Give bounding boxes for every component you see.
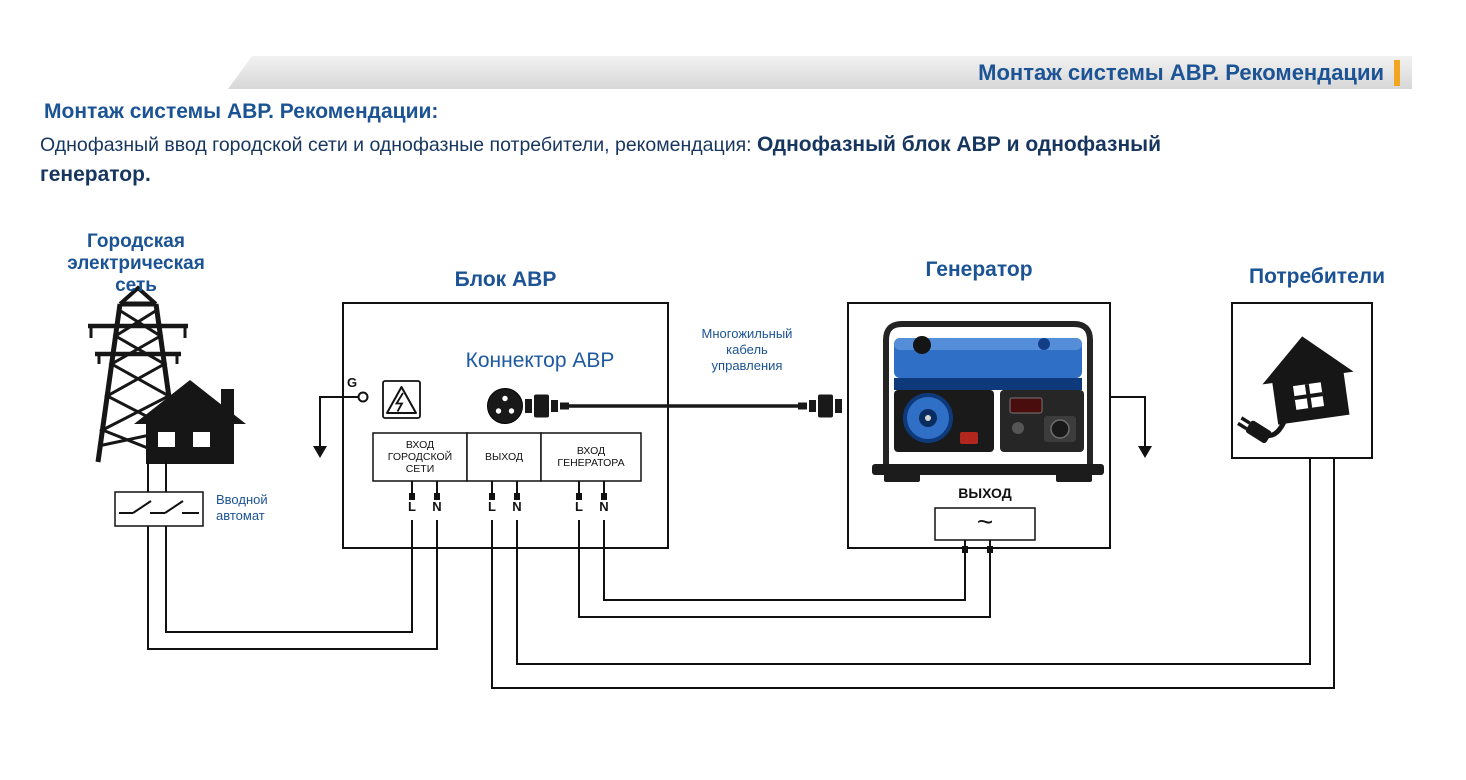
generator-output-box	[934, 507, 1036, 541]
intro-text-bold: Однофазный блок АВР и однофазный	[756, 133, 1162, 156]
city-network-line3: сеть	[115, 275, 157, 296]
input-city-line3: СЕТИ	[405, 463, 435, 475]
wiring	[147, 458, 1335, 689]
breaker-label-line2: автомат	[216, 508, 265, 523]
consumers-title: Потребители	[1248, 265, 1385, 288]
warning-icon	[382, 380, 421, 419]
cable-plug-right	[818, 394, 833, 418]
terminal-l-city: L	[408, 499, 416, 514]
generator-icon	[872, 321, 1104, 482]
avr-output-text: ВЫХОД	[484, 451, 523, 463]
avr-title: Блок АВР	[454, 268, 557, 291]
control-cable-label: Многожильный кабель управления	[682, 326, 812, 374]
terminal-stubs	[411, 481, 605, 493]
city-network-line1: Городская	[87, 231, 185, 252]
generator-terminal-stubs	[964, 540, 991, 546]
banner-title: Монтаж системы АВР. Рекомендации	[978, 59, 1384, 85]
terminal-n-city: N	[432, 499, 442, 514]
terminal-l-output: L	[488, 499, 496, 514]
wire-avr-city-n	[147, 520, 438, 650]
cable-label-line2: кабель	[726, 342, 768, 357]
intro-paragraph: Однофазный ввод городской сети и однофаз…	[40, 130, 1400, 190]
intro-text-bold-2: генератор.	[40, 163, 151, 186]
wire-avr-city-l	[165, 520, 413, 633]
cable-label-line3: управления	[711, 358, 783, 373]
generator-title: Генератор	[925, 258, 1033, 281]
wire-avr-consumers-l	[491, 458, 1335, 689]
cable-plug-left	[525, 399, 532, 413]
breaker-label-line1: Вводной	[216, 492, 268, 507]
breaker-symbol	[119, 500, 199, 514]
avr-input-generator-box	[540, 432, 642, 482]
avr-box	[342, 302, 669, 549]
header-banner: Монтаж системы АВР. Рекомендации	[228, 56, 1412, 89]
avr-input-generator-label: ВХОД ГЕНЕРАТОРА	[541, 433, 641, 481]
ground-terminal	[343, 391, 369, 403]
avr-output-box	[466, 432, 542, 482]
sine-symbol: ~	[976, 506, 994, 537]
avr-connector-icon	[487, 388, 523, 424]
terminal-l-generator: L	[575, 499, 583, 514]
city-house-icon	[134, 380, 246, 464]
avr-output-label: ВЫХОД	[467, 433, 541, 481]
city-network-label: Городская электрическая сеть	[38, 231, 234, 297]
page-title: Монтаж системы АВР. Рекомендации:	[44, 100, 439, 123]
ground-arrow-left	[313, 396, 343, 458]
input-city-line1: ВХОД	[405, 439, 435, 451]
wire-avr-generator-n	[603, 520, 966, 601]
avr-input-city-label: ВХОД ГОРОДСКОЙ СЕТИ	[373, 433, 467, 481]
generator-output-label: ВЫХОД	[958, 485, 1012, 501]
avr-connector-label: Коннектор АВР	[465, 349, 615, 372]
control-cable	[525, 394, 842, 418]
avr-input-city-box	[372, 432, 468, 482]
input-gen-line2: ГЕНЕРАТОРА	[557, 457, 625, 469]
wire-avr-consumers-n	[516, 458, 1311, 665]
breaker-box	[114, 491, 204, 527]
terminal-n-output: N	[512, 499, 522, 514]
cable-label-line1: Многожильный	[701, 326, 793, 341]
terminal-n-generator: N	[599, 499, 609, 514]
terminal-marks	[409, 493, 993, 553]
ground-arrow-right	[1110, 396, 1152, 458]
input-gen-line1: ВХОД	[576, 445, 606, 457]
wire-avr-generator-l	[578, 520, 991, 618]
breaker-label: Вводной автомат	[216, 492, 312, 524]
input-city-line2: ГОРОДСКОЙ	[387, 451, 453, 463]
intro-text: Однофазный ввод городской сети и однофаз…	[40, 134, 757, 156]
city-network-line2: электрическая	[67, 253, 205, 274]
ground-label: G	[346, 375, 358, 390]
plug-icon	[1237, 416, 1272, 444]
accent-bar	[1394, 59, 1400, 86]
consumers-house-icon	[1237, 336, 1354, 444]
